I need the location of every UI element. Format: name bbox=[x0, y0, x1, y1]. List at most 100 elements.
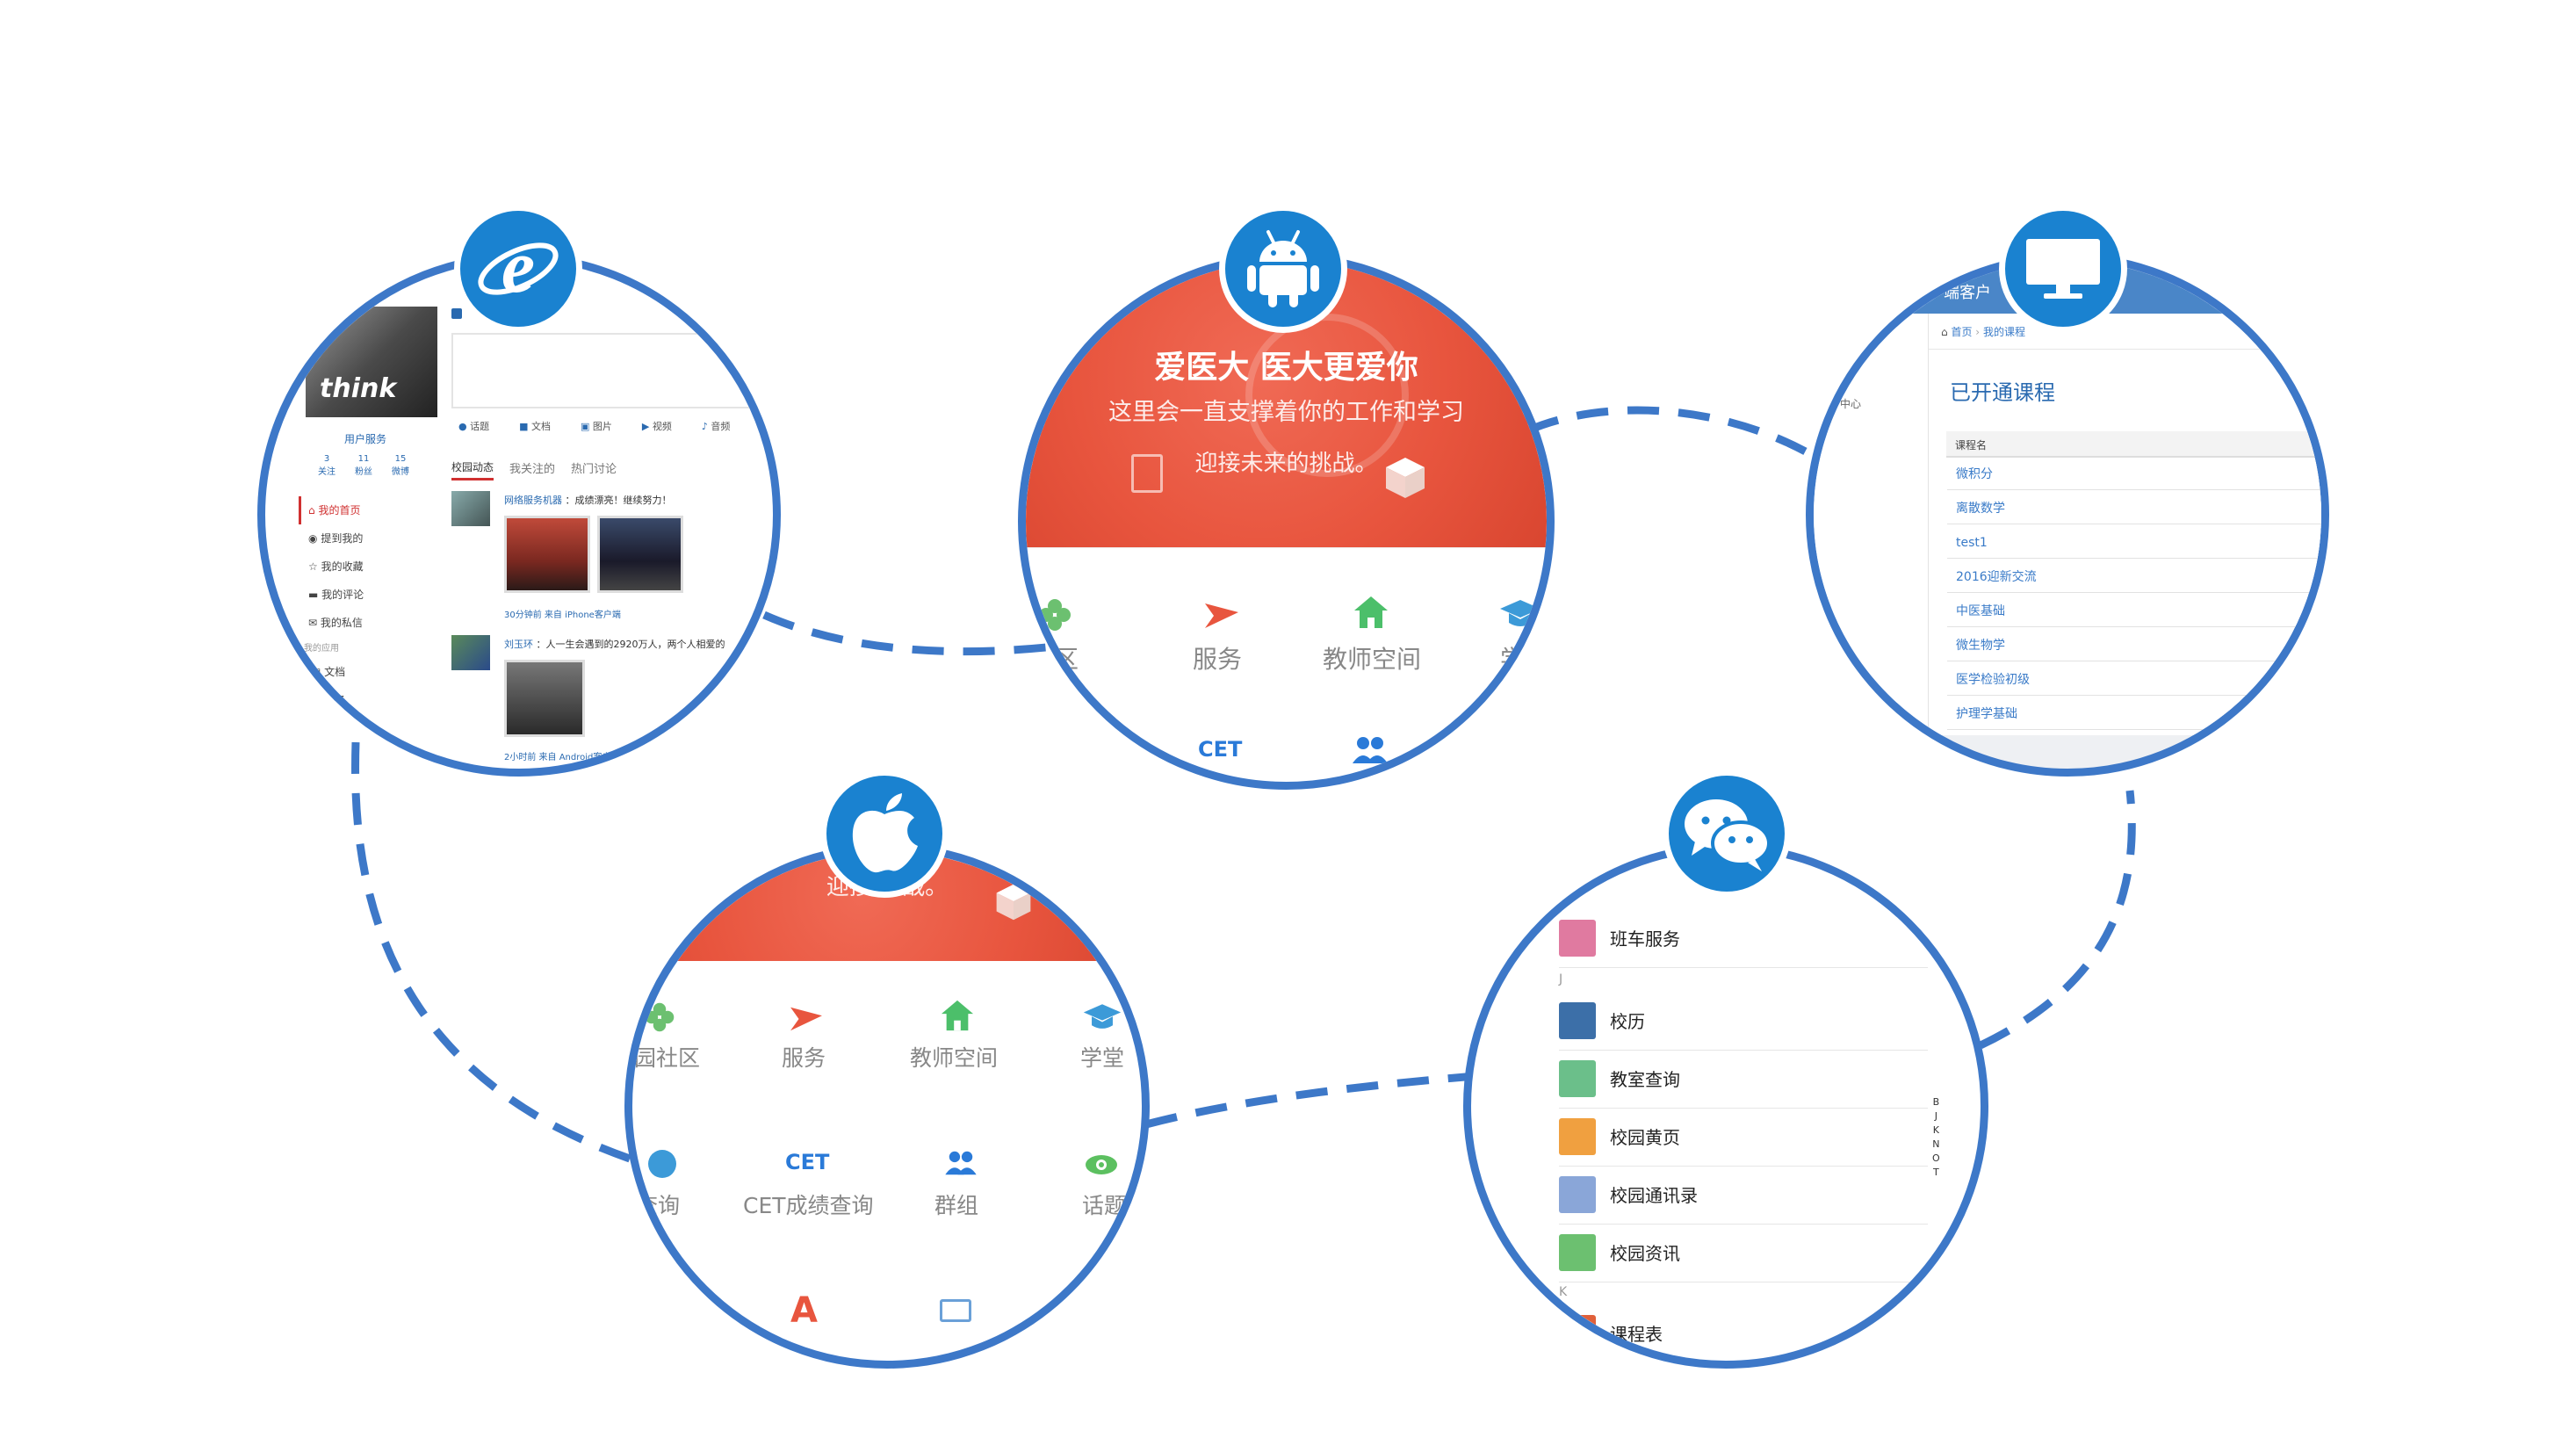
star-icon: ☆ bbox=[308, 560, 318, 573]
course-row[interactable]: 微生物学 bbox=[1947, 630, 2321, 661]
sidebar-item-home[interactable]: ⌂ 我的首页 bbox=[299, 496, 364, 524]
bus-icon bbox=[1559, 920, 1596, 957]
post-author[interactable]: 刘玉环 bbox=[504, 639, 533, 650]
page-title: 已开通课程 bbox=[1950, 380, 2055, 405]
paper-plane-icon bbox=[790, 1007, 822, 1031]
tab-hot[interactable]: 热门讨论 bbox=[571, 463, 617, 476]
post-author[interactable]: 网络服务机器 bbox=[504, 495, 562, 506]
eye-icon bbox=[1086, 1155, 1117, 1174]
index-letter[interactable]: O bbox=[1932, 1152, 1940, 1164]
tab-campus[interactable]: 校园动态 bbox=[451, 459, 494, 480]
breadcrumb: ⌂ 首页 › 我的课程 bbox=[1941, 326, 2025, 338]
grid-label-service[interactable]: 服务 bbox=[1193, 645, 1243, 674]
app-events[interactable]: ▥ 活动 bbox=[311, 722, 346, 734]
clover-icon bbox=[1559, 1234, 1596, 1271]
svg-text:e: e bbox=[501, 227, 535, 308]
grid-label-cet-score[interactable]: CET成绩查询 bbox=[743, 1193, 874, 1218]
grid-label-community[interactable]: 园社区 bbox=[634, 1045, 701, 1071]
grid-label-academy[interactable]: 学堂 bbox=[1080, 1045, 1125, 1071]
cube-icon bbox=[1386, 458, 1425, 498]
left-panel: 中心 bbox=[1814, 314, 1929, 769]
android-client-circle: 爱医大 医大更爱你 这里会一直支撑着你的工作和学习 迎接未来的挑战。 社区 服务… bbox=[1018, 253, 1555, 790]
grid-label-community[interactable]: 社区 bbox=[1029, 645, 1079, 674]
grid-label-service[interactable]: 服务 bbox=[782, 1045, 826, 1071]
index-letter[interactable]: K bbox=[1932, 1124, 1939, 1136]
list-item-label: 校历 bbox=[1610, 1011, 1645, 1032]
tab-following[interactable]: 我关注的 bbox=[509, 463, 556, 476]
toolbar-doc[interactable]: ■ 文档 bbox=[519, 421, 552, 432]
avatar[interactable] bbox=[451, 491, 490, 526]
side-menu-item[interactable]: 中心 bbox=[1840, 398, 1862, 410]
toolbar-video[interactable]: ▶ 视频 bbox=[641, 421, 672, 432]
profile-photo: think bbox=[306, 307, 437, 417]
cet-icon[interactable]: CET bbox=[1198, 737, 1243, 762]
course-row[interactable]: 护理学基础 bbox=[1947, 698, 2321, 730]
feed-post-2: 刘玉环 ：人一生会遇到的2920万人，两个人相爱的 bbox=[504, 637, 725, 651]
section-header-k: K bbox=[1559, 1285, 1568, 1299]
house-icon bbox=[941, 1000, 974, 1031]
list-item-calendar[interactable]: 校历 bbox=[1559, 992, 1928, 1051]
post-image[interactable] bbox=[504, 516, 590, 593]
apps-label: 我的应用 bbox=[304, 644, 339, 654]
sidebar-item-favorites[interactable]: ☆ 我的收藏 bbox=[308, 560, 364, 573]
list-item-yellow-pages[interactable]: 校园黄页 bbox=[1559, 1108, 1928, 1167]
wechat-client-circle: 班车服务 J 校历 教室查询 校园黄页 校园通讯录 校园资讯 K 课程表 B J… bbox=[1463, 843, 1988, 1369]
document-icon bbox=[1131, 454, 1163, 493]
toolbar-topic[interactable]: ● 话题 bbox=[458, 421, 490, 432]
course-row[interactable]: 2016迎新交流 bbox=[1947, 561, 2321, 593]
sidebar-item-messages[interactable]: ✉ 我的私信 bbox=[308, 617, 363, 629]
list-item-shuttle[interactable]: 班车服务 bbox=[1559, 909, 1928, 968]
course-row[interactable]: 微积分 bbox=[1947, 459, 2321, 490]
app-services[interactable]: ▦ 服务 bbox=[311, 694, 346, 706]
course-row[interactable]: 医学检验初级 bbox=[1947, 664, 2321, 696]
list-item-news[interactable]: 校园资讯 bbox=[1559, 1224, 1928, 1282]
index-letter[interactable]: N bbox=[1932, 1138, 1940, 1150]
wechat-icon bbox=[1685, 799, 1771, 871]
grid-label-teacher-space[interactable]: 教师空间 bbox=[1323, 645, 1422, 674]
course-row[interactable]: 离散数学 bbox=[1947, 493, 2321, 524]
breadcrumb-divider bbox=[1929, 349, 2321, 350]
app-docs[interactable]: ▤ 文档 bbox=[311, 666, 346, 678]
grid-label-teacher-space[interactable]: 教师空间 bbox=[910, 1045, 999, 1071]
list-item-timetable[interactable]: 课程表 bbox=[1559, 1304, 1928, 1361]
post-image[interactable] bbox=[504, 660, 585, 737]
index-letter[interactable]: J bbox=[1934, 1110, 1937, 1122]
header-title: 户端客户 bbox=[1928, 284, 1991, 302]
index-letter[interactable]: B bbox=[1932, 1096, 1940, 1108]
breadcrumb-home[interactable]: 首页 bbox=[1951, 326, 1973, 338]
at-icon: ◉ bbox=[308, 532, 318, 545]
paper-plane-icon bbox=[1205, 603, 1238, 628]
sidebar-item-comments[interactable]: ▬ 我的评论 bbox=[308, 589, 364, 601]
post-textarea[interactable] bbox=[451, 333, 773, 408]
apps-list: ▤ 文档 ▦ 服务 ▥ 活动 bbox=[311, 658, 345, 742]
desktop-badge bbox=[1999, 205, 2127, 333]
wechat-badge bbox=[1663, 769, 1791, 898]
grid-label-query[interactable]: 查询 bbox=[636, 1193, 681, 1218]
android-badge bbox=[1219, 205, 1347, 333]
sidebar-item-mentions[interactable]: ◉ 提到我的 bbox=[308, 532, 364, 545]
house-icon bbox=[1354, 596, 1388, 628]
android-icon bbox=[1247, 230, 1319, 307]
group-icon bbox=[945, 1151, 977, 1175]
list-item-directory[interactable]: 校园通讯录 bbox=[1559, 1166, 1928, 1225]
toolbar-image[interactable]: ▣ 图片 bbox=[581, 421, 612, 432]
post-image[interactable] bbox=[597, 516, 683, 593]
grid-label-topics[interactable]: 话题 bbox=[1082, 1193, 1127, 1218]
index-letter[interactable]: T bbox=[1932, 1167, 1939, 1178]
post-meta: 2小时前 来自 Android客户端 bbox=[504, 753, 620, 762]
avatar[interactable] bbox=[451, 635, 490, 670]
grid-label-academy[interactable]: 学 bbox=[1500, 645, 1526, 674]
list-item-label: 校园黄页 bbox=[1610, 1127, 1680, 1148]
toolbar-audio[interactable]: ♪ 音频 bbox=[701, 421, 731, 432]
banner-slogan: 爱医大 医大更爱你 bbox=[1154, 350, 1418, 386]
course-row[interactable]: test1 bbox=[1947, 527, 2321, 559]
course-row[interactable]: 中医基础 bbox=[1947, 596, 2321, 627]
grid-label-groups[interactable]: 群组 bbox=[934, 1193, 979, 1218]
list-item-classroom[interactable]: 教室查询 bbox=[1559, 1050, 1928, 1109]
ie-icon: e bbox=[478, 227, 559, 308]
breadcrumb-current[interactable]: 我的课程 bbox=[1982, 326, 2025, 338]
